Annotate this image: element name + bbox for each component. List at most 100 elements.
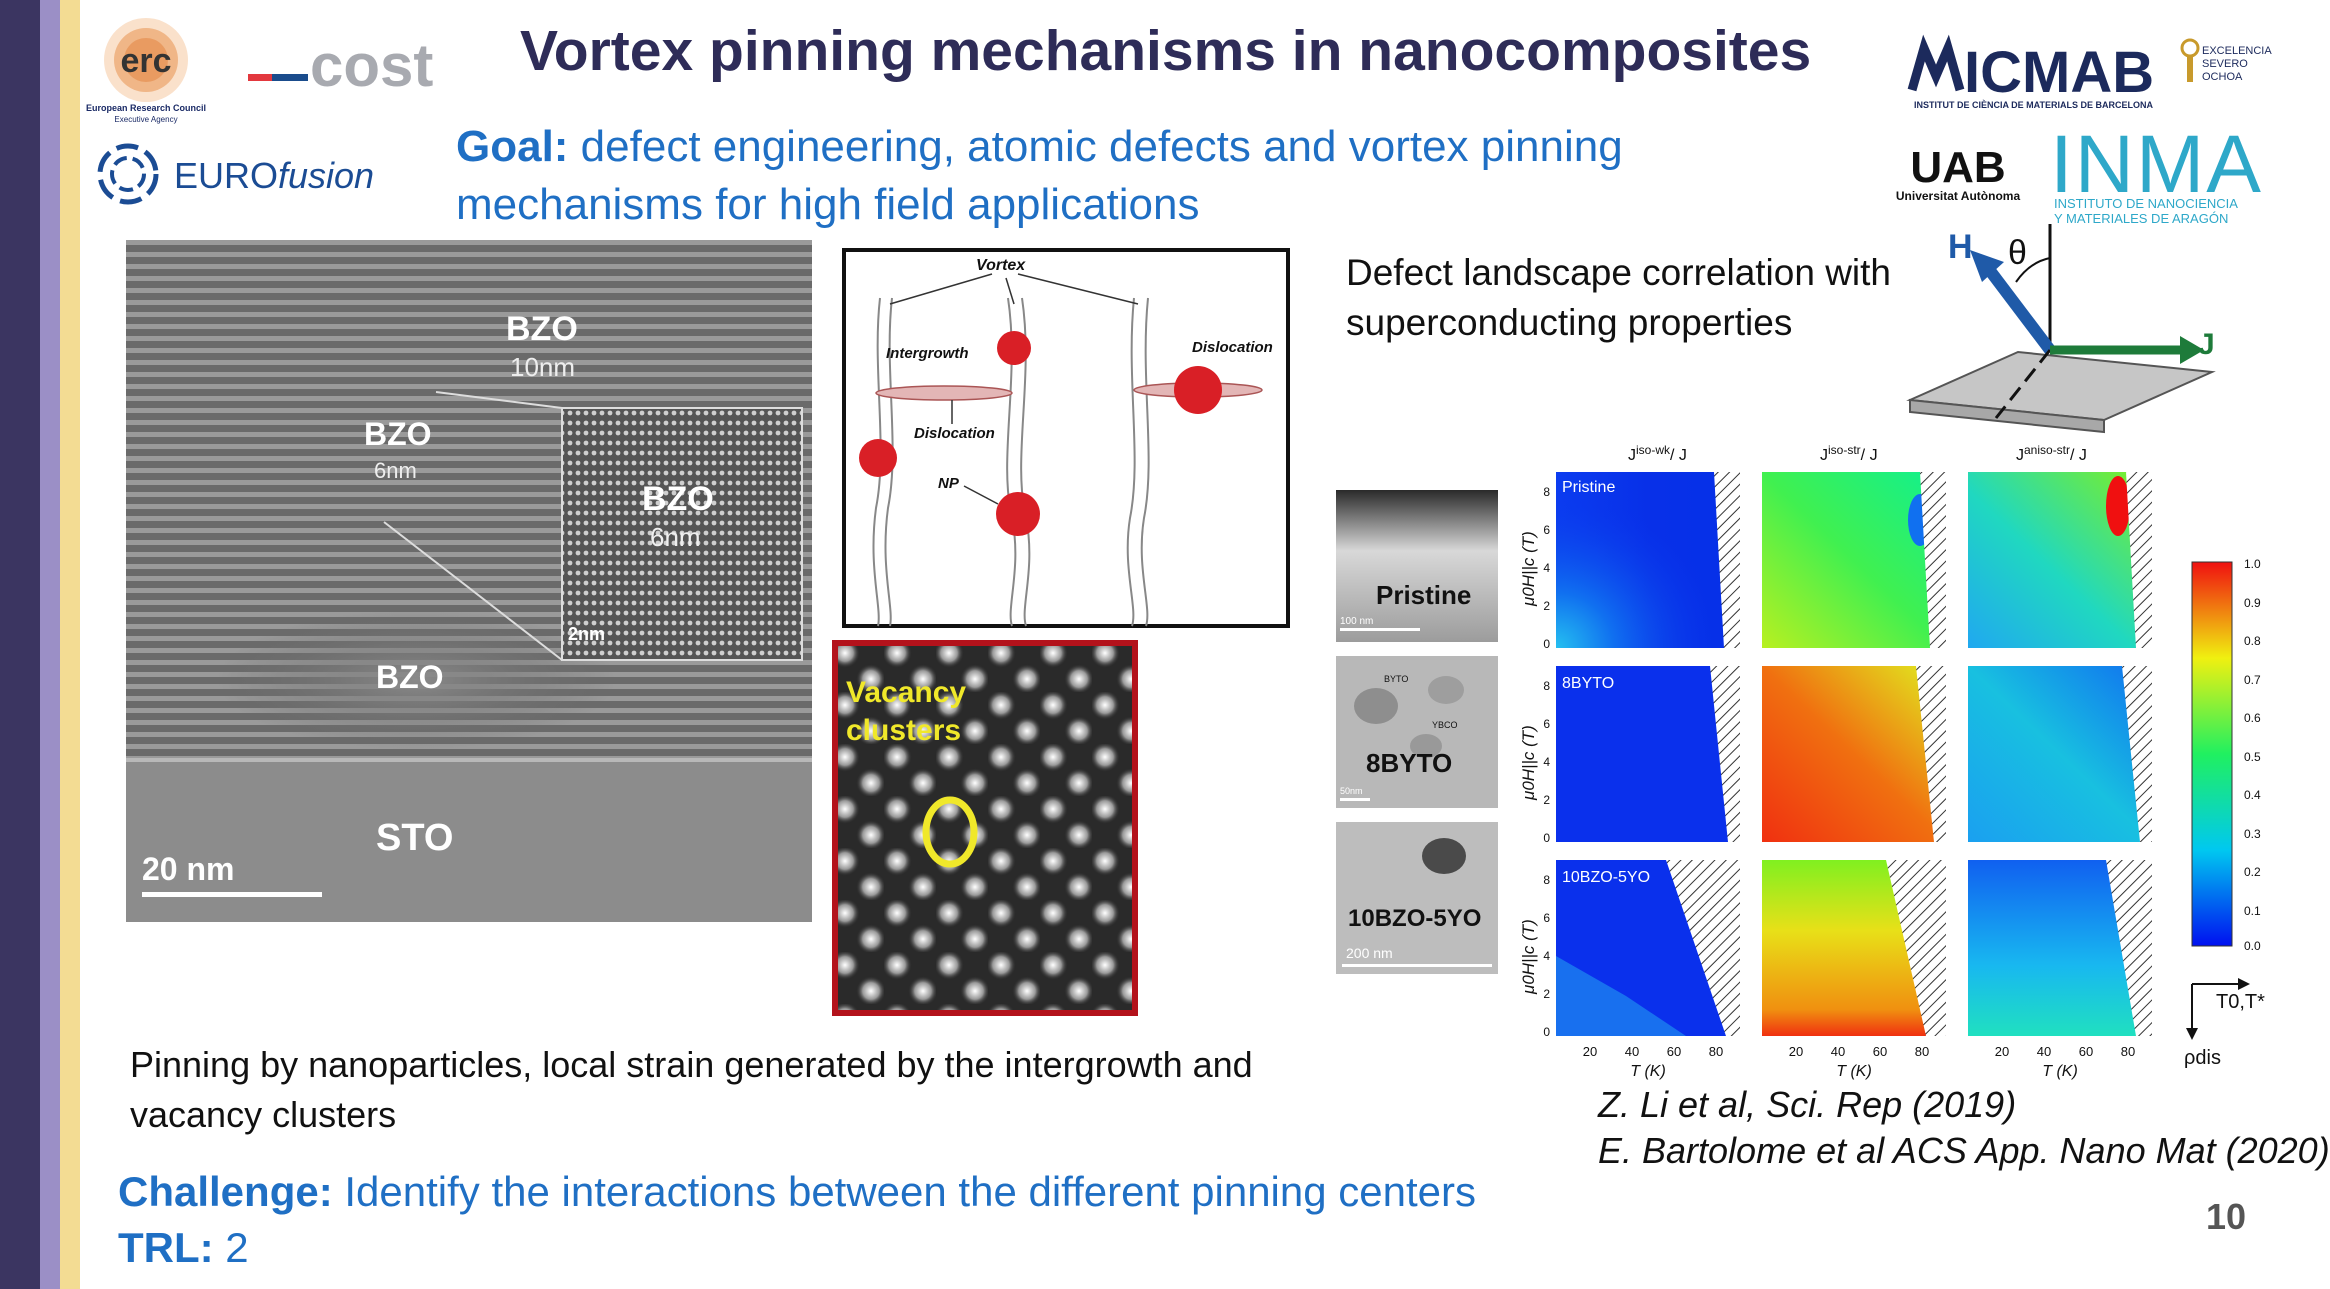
challenge-text: Identify the interactions between the di… [332, 1168, 1476, 1215]
vacancy-line-2: clusters [846, 714, 961, 747]
axis-indicator: T0,T* ρdis [2178, 976, 2298, 1076]
map-r2-c1 [1556, 666, 1740, 842]
cost-logo-icon: cost [248, 32, 433, 99]
cbar-tick-1.0: 1.0 [2244, 557, 2261, 571]
ytick-r1-4: 4 [1543, 561, 1550, 575]
ytick-r1-8: 8 [1543, 485, 1550, 499]
sample-sub-byto: BYTO [1384, 674, 1408, 684]
ytick-r3-8: 8 [1543, 873, 1550, 887]
sample-sub-ybco: YBCO [1432, 720, 1458, 730]
cbar-tick-0.0: 0.0 [2244, 939, 2261, 953]
goal-statement: Goal: defect engineering, atomic defects… [456, 118, 1706, 234]
icmab-sub: INSTITUT DE CIÈNCIA DE MATERIALS DE BARC… [1914, 100, 2154, 110]
trl-statement: TRL: 2 [118, 1224, 249, 1272]
left-stripe-light [60, 0, 80, 1289]
sample-scale-10bzo: 200 nm [1346, 945, 1393, 961]
erc-sub1: European Research Council [86, 103, 206, 113]
ylabel-row2: μ0H||c (T) [1519, 725, 1538, 801]
colorbar-graphic: 1.0 0.9 0.8 0.7 0.6 0.5 0.4 0.3 0.2 0.1 … [2191, 557, 2261, 953]
cbar-tick-0.9: 0.9 [2244, 596, 2261, 610]
dislocation-label-2: Dislocation [1192, 339, 1273, 356]
reference-1: Z. Li et al, Sci. Rep (2019) [1598, 1084, 2017, 1125]
sample-label-8byto: 8BYTO [1366, 748, 1452, 778]
slide-title: Vortex pinning mechanisms in nanocomposi… [520, 19, 1812, 83]
col-title-1: Jiso-wk/ J [1628, 443, 1687, 464]
challenge-statement: Challenge: Identify the interactions bet… [118, 1168, 1476, 1216]
references: Z. Li et al, Sci. Rep (2019) E. Bartolom… [1598, 1082, 2330, 1174]
sample-thumbnail-pristine: Pristine 100 nm [1336, 490, 1498, 642]
ytick-r3-2: 2 [1543, 987, 1550, 1001]
vacancy-clusters-graphic: Vacancy clusters [832, 640, 1138, 1016]
cbar-tick-0.8: 0.8 [2244, 634, 2261, 648]
ytick-r1-6: 6 [1543, 523, 1550, 537]
xtick-c1-80: 80 [1709, 1044, 1723, 1059]
ylabel-row3: μ0H||c (T) [1519, 919, 1538, 995]
sample-thumbnail-8byto-graphic: BYTO YBCO 8BYTO 50nm [1336, 656, 1498, 808]
map-r2-c2 [1762, 666, 1946, 842]
ytick-r1-2: 2 [1543, 599, 1550, 613]
ytick-r3-4: 4 [1543, 949, 1550, 963]
icmab-text: ICMAB [1964, 40, 2154, 105]
trl-label: TRL: [118, 1224, 214, 1271]
left-stripe-mid [40, 0, 60, 1289]
xtick-c3-40: 40 [2037, 1044, 2051, 1059]
severo-1: EXCELENCIA [2202, 45, 2272, 57]
uab-logo: UAB Universitat Autònoma [1888, 138, 2028, 208]
axis-t-label: T0,T* [2216, 991, 2265, 1013]
severo-3: OCHOA [2202, 71, 2243, 83]
erc-sub2: Executive Agency [114, 115, 177, 124]
trl-value: 2 [213, 1224, 249, 1271]
tem-inset-bzo: BZO [642, 480, 714, 518]
map-row-8byto: 8BYTO [1556, 666, 2152, 842]
svg-text:EUROfusion: EUROfusion [174, 155, 374, 196]
j-label: J [2198, 328, 2215, 361]
theta-label: θ [2008, 234, 2027, 272]
eurofusion-logo: EUROfusion [94, 140, 384, 210]
eurofusion-b: fusion [278, 155, 374, 196]
vacancy-clusters-image: Vacancy clusters [832, 640, 1138, 1016]
xtick-c3-60: 60 [2079, 1044, 2093, 1059]
dislocation-label-1: Dislocation [914, 425, 995, 442]
tem-bzo10-size: 10nm [510, 352, 575, 382]
row-label-8byto: 8BYTO [1562, 675, 1614, 692]
vortex-schematic: Vortex Intergrowth Dislocation NP Disloc… [842, 248, 1290, 628]
sample-thumbnail-8byto: BYTO YBCO 8BYTO 50nm [1336, 656, 1498, 808]
reference-2: E. Bartolome et al ACS App. Nano Mat (20… [1598, 1130, 2330, 1171]
pinning-description: Pinning by nanoparticles, local strain g… [130, 1044, 1253, 1135]
erc-logo: erc European Research Council Executive … [84, 14, 224, 126]
tem-sto: STO [376, 817, 453, 859]
axis-rho-label: ρdis [2184, 1047, 2221, 1069]
xtick-c1-40: 40 [1625, 1044, 1639, 1059]
tem-scale-bar [142, 892, 322, 897]
defect-landscape-text: Defect landscape correlation with superc… [1346, 252, 1892, 343]
field-geometry-schematic: H θ J [1906, 222, 2218, 434]
xtick-c2-80: 80 [1915, 1044, 1929, 1059]
page-number: 10 [2206, 1196, 2247, 1237]
erc-text: erc [120, 42, 171, 80]
intergrowth-label: Intergrowth [886, 345, 969, 362]
challenge-label: Challenge: [118, 1168, 333, 1215]
xtick-c3-80: 80 [2121, 1044, 2135, 1059]
row-label-pristine: Pristine [1562, 479, 1615, 496]
tem-bzo: BZO [376, 659, 444, 695]
uab-sub: Universitat Autònoma [1896, 189, 2021, 203]
inma-logo-icon: INMA INSTITUTO DE NANOCIENCIA Y MATERIAL… [2050, 119, 2261, 226]
erc-logo-icon: erc European Research Council Executive … [86, 18, 206, 124]
xtick-c2-60: 60 [1873, 1044, 1887, 1059]
ylabel-row1: μ0H||c (T) [1519, 531, 1538, 607]
map-r2-c3 [1968, 666, 2152, 842]
ytick-r3-6: 6 [1543, 911, 1550, 925]
inma-sub1: INSTITUTO DE NANOCIENCIA [2054, 196, 2238, 211]
ytick-r1-0: 0 [1543, 637, 1550, 651]
map-row-10bzo: 10BZO-5YO [1556, 860, 2152, 1036]
cbar-tick-0.5: 0.5 [2244, 750, 2261, 764]
severo-2: SEVERO [2202, 58, 2248, 70]
jc-ratio-maps-graphic: Jiso-wk/ J Jiso-str/ J Janiso-str/ J Pri… [1519, 443, 2152, 1080]
h-label: H [1948, 228, 1973, 266]
vortex-schematic-graphic: Vortex Intergrowth Dislocation NP Disloc… [842, 248, 1290, 628]
xlabel-c2: T (K) [1836, 1063, 1872, 1080]
ytick-r3-0: 0 [1543, 1025, 1550, 1039]
row-label-10bzo: 10BZO-5YO [1562, 869, 1650, 886]
tem-bzo6: BZO [364, 416, 432, 452]
sample-thumbnail-pristine-graphic: Pristine 100 nm [1336, 490, 1498, 642]
